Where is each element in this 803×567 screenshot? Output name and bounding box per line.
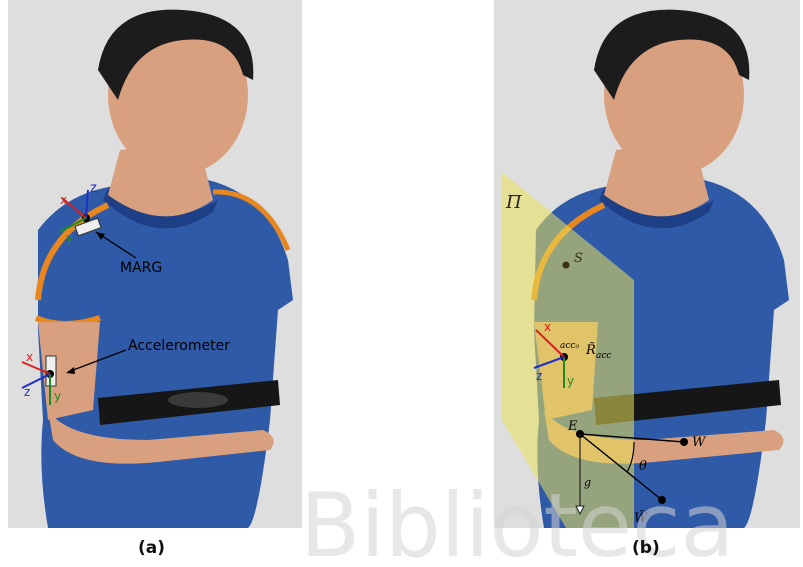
acc-y-label: y (54, 389, 61, 403)
marg-y-label: y (66, 231, 73, 245)
caption-a: (a) (138, 538, 165, 558)
frame-z-label: z (536, 369, 542, 383)
acc-z-label: z (24, 385, 30, 399)
panel-a-figure: z x y MARG x z y Accelerometer (8, 0, 302, 528)
panel-b-figure: Π S x z y acc₀ R̃ acc E W W̃ θ g (494, 0, 800, 528)
marg-z-label: z (90, 181, 97, 196)
gravity-label: g (584, 476, 591, 489)
frame-superscript: acc₀ (560, 341, 579, 351)
panel-a: z x y MARG x z y Accelerometer (8, 0, 302, 528)
wrist-proj-label: W̃ (634, 510, 649, 526)
frame-y-label: y (567, 374, 574, 388)
marg-label: MARG (120, 260, 162, 276)
frame-subscript: acc (596, 351, 611, 361)
shoulder-label: S (574, 251, 583, 266)
wrist-proj-point (658, 496, 666, 504)
accelerometer-label: Accelerometer (128, 338, 230, 354)
angle-label: θ (639, 459, 647, 474)
strap-sensor (168, 392, 228, 408)
wrist-label: W (692, 435, 707, 450)
panel-b: Π S x z y acc₀ R̃ acc E W W̃ θ g (494, 0, 800, 528)
shoulder-point (563, 262, 570, 269)
elbow-label: E (567, 419, 578, 434)
wrist-point (680, 438, 688, 446)
frame-rotation: R̃ (585, 342, 596, 358)
marg-x-label: x (60, 193, 67, 207)
caption-b: (b) (632, 538, 660, 558)
frame-x-label: x (544, 320, 551, 334)
acc-x-label: x (26, 350, 33, 364)
plane-label: Π (505, 192, 522, 213)
